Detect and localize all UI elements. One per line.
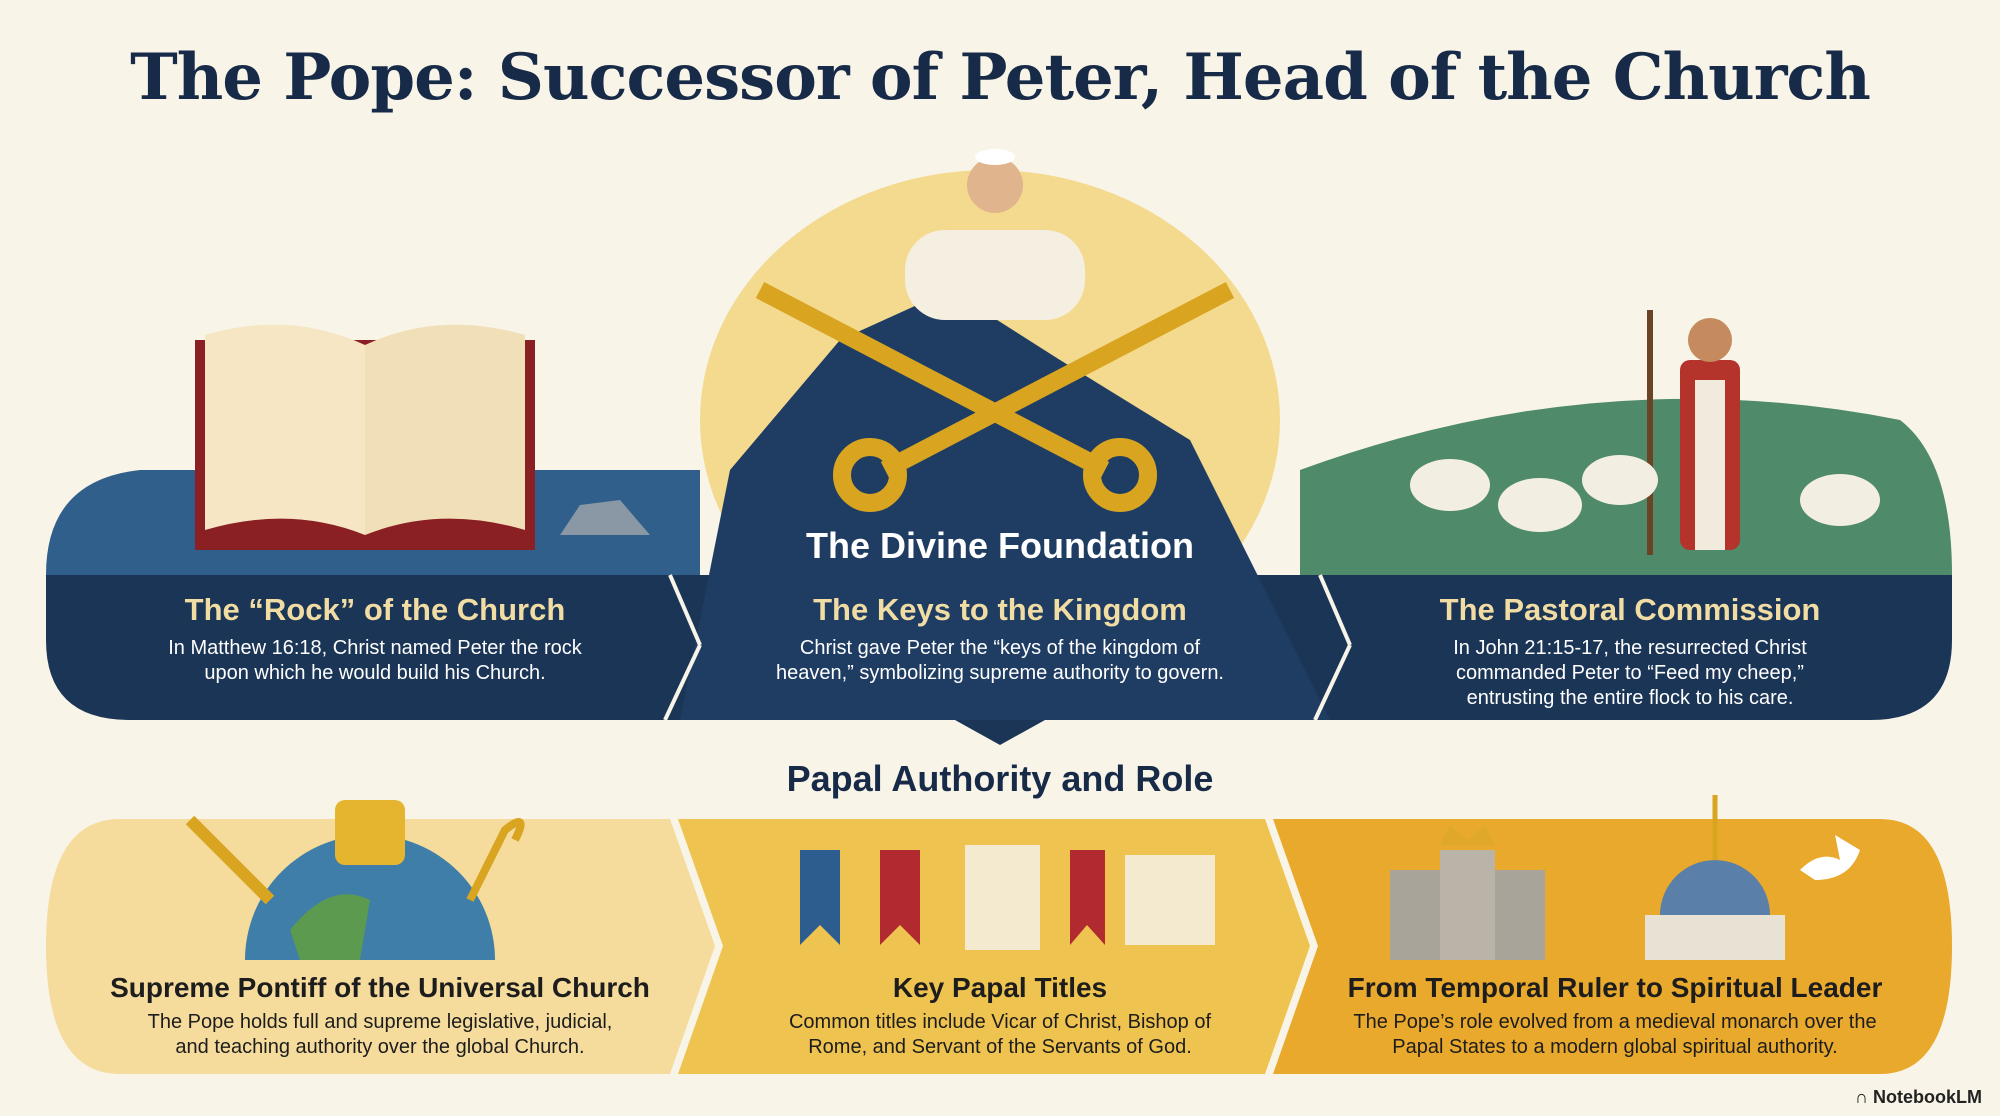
open-book-icon bbox=[195, 324, 535, 550]
section-label: Papal Authority and Role bbox=[786, 758, 1214, 799]
panel-body: In Matthew 16:18, Christ named Peter the… bbox=[168, 637, 582, 684]
pope-figure bbox=[905, 149, 1085, 320]
rock-icon bbox=[560, 500, 650, 535]
divider bbox=[1318, 574, 1352, 646]
panel-heading: Key Papal Titles bbox=[892, 972, 1108, 1003]
divider bbox=[663, 644, 702, 721]
panel-body: The Pope’s role evolved from a medieval … bbox=[1353, 1011, 1877, 1058]
page-title: The Pope: Successor of Peter, Head of th… bbox=[130, 40, 1871, 115]
sheep-icon bbox=[1410, 455, 1880, 532]
dome-icon bbox=[1645, 795, 1785, 960]
panel-body: Christ gave Peter the “keys of the kingd… bbox=[775, 637, 1224, 684]
panel-heading: The “Rock” of the Church bbox=[184, 592, 566, 627]
brand-logo: ∩ NotebookLM bbox=[1855, 1087, 1982, 1107]
divider bbox=[668, 574, 702, 646]
panel-heading: The Pastoral Commission bbox=[1439, 592, 1821, 627]
crossed-keys-icon bbox=[755, 282, 1235, 512]
divider bbox=[1313, 644, 1352, 721]
dove-icon bbox=[1800, 835, 1860, 880]
panel-body: The Pope holds full and supreme legislat… bbox=[147, 1011, 613, 1058]
center-mountain bbox=[680, 290, 1330, 720]
center-label: The Divine Foundation bbox=[806, 525, 1194, 566]
panel-heading: Supreme Pontiff of the Universal Church bbox=[110, 972, 650, 1003]
banners-scroll-icon bbox=[800, 845, 1215, 950]
shepherd-figure bbox=[1647, 310, 1740, 555]
brand-name: NotebookLM bbox=[1873, 1087, 1982, 1107]
panel-body: In John 21:15-17, the resurrected Christ… bbox=[1453, 637, 1807, 709]
panel-heading: The Keys to the Kingdom bbox=[813, 592, 1187, 627]
panel-body: Common titles include Vicar of Christ, B… bbox=[788, 1011, 1212, 1058]
panel-heading: From Temporal Ruler to Spiritual Leader bbox=[1347, 972, 1883, 1003]
castle-icon bbox=[1390, 825, 1545, 960]
globe-tiara-icon bbox=[185, 800, 525, 960]
